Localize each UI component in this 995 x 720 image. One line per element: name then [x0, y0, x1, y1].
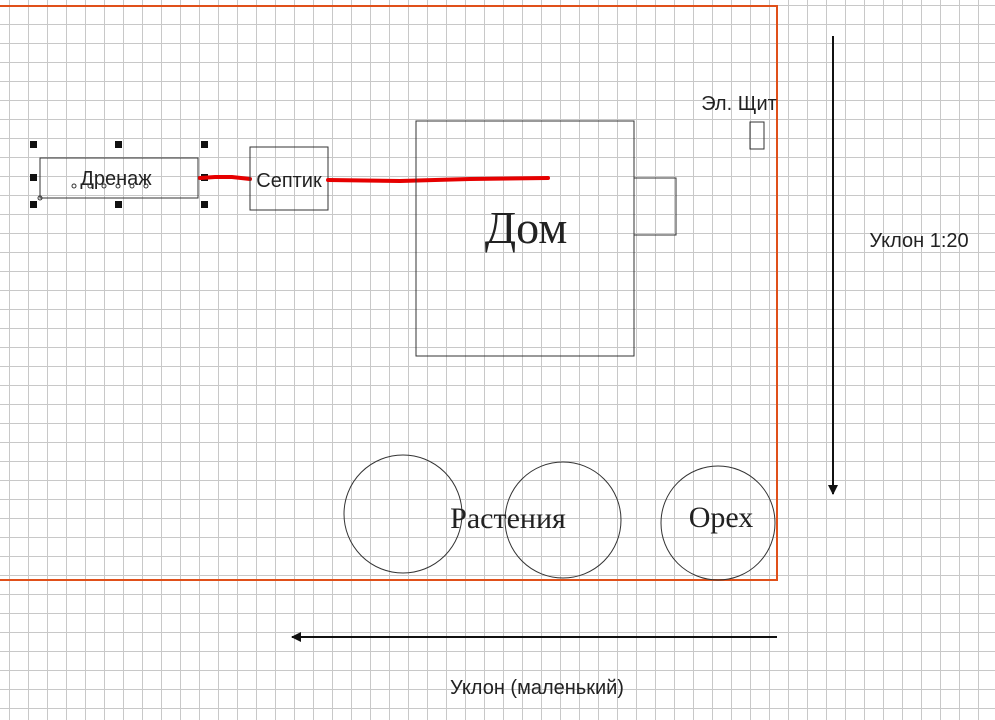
drainage-label: Дренаж — [80, 168, 152, 190]
walnut-label: Орех — [689, 501, 754, 534]
panel-label: Эл. Щит — [701, 93, 777, 115]
plants-label: Растения — [450, 502, 566, 535]
selection-handle[interactable] — [201, 201, 208, 208]
house-box[interactable] — [415, 120, 635, 357]
house-annex[interactable] — [633, 177, 677, 236]
pipe-drainage-septic[interactable] — [198, 175, 252, 181]
septic-label: Септик — [256, 170, 322, 192]
selection-handle[interactable] — [201, 141, 208, 148]
selection-handle[interactable] — [30, 201, 37, 208]
drainage[interactable]: Дренаж — [30, 141, 208, 208]
plant-circle[interactable] — [504, 461, 622, 579]
text-edit-handles — [37, 183, 149, 201]
panel-box[interactable] — [749, 121, 765, 150]
selection-handle[interactable] — [115, 141, 122, 148]
selection-handle[interactable] — [115, 201, 122, 208]
slope-horizontal-label: Уклон (маленький) — [450, 677, 624, 699]
plant-circle[interactable] — [343, 454, 463, 574]
pipe-septic-house[interactable] — [326, 176, 550, 184]
slope-vertical-label: Уклон 1:20 — [869, 230, 968, 252]
selection-handle[interactable] — [30, 141, 37, 148]
walnut-circle[interactable] — [660, 465, 776, 581]
selection-handle[interactable] — [30, 174, 37, 181]
plot-boundary — [0, 5, 778, 581]
house-label: Дом — [485, 202, 568, 253]
